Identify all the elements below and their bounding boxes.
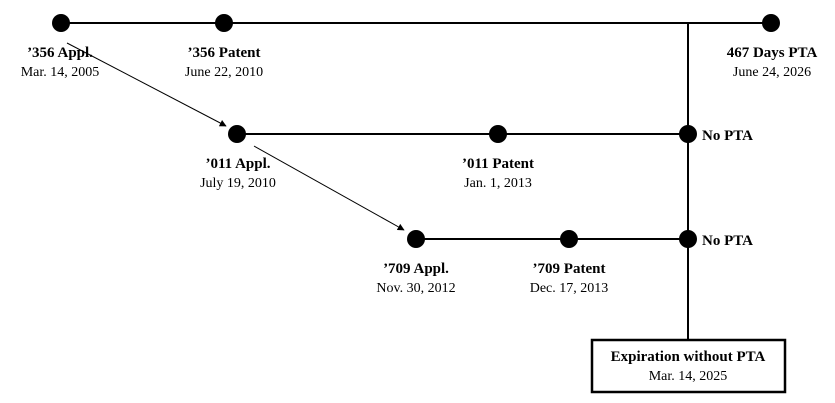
arrow-356-to-011	[66, 42, 227, 127]
expiration-box	[590, 338, 787, 394]
label-011-patent-date: Jan. 1, 2013	[464, 176, 532, 191]
node-356-appl	[52, 14, 70, 32]
arrow-011-to-709	[253, 145, 405, 231]
label-356-patent-date: June 22, 2010	[185, 65, 263, 80]
node-011-appl	[228, 125, 246, 143]
expiration-box-title: Expiration without PTA	[611, 349, 766, 365]
label-011-patent-title: ’011 Patent	[462, 156, 534, 172]
label-356-patent-title: ’356 Patent	[188, 45, 261, 61]
node-709-no-pta	[679, 230, 697, 248]
node-356-patent	[215, 14, 233, 32]
label-011-appl-title: ’011 Appl.	[205, 156, 270, 172]
label-709-patent-title: ’709 Patent	[533, 261, 606, 277]
expiration-box-date: Mar. 14, 2025	[649, 369, 728, 384]
node-709-patent	[560, 230, 578, 248]
label-709-patent-date: Dec. 17, 2013	[530, 281, 609, 296]
label-356-appl-date: Mar. 14, 2005	[21, 65, 100, 80]
label-011-appl-date: July 19, 2010	[200, 176, 276, 191]
node-709-appl	[407, 230, 425, 248]
label-709-no-pta: No PTA	[702, 233, 753, 249]
node-467-days-pta	[762, 14, 780, 32]
label-011-no-pta: No PTA	[702, 128, 753, 144]
label-709-appl-title: ’709 Appl.	[383, 261, 449, 277]
node-011-patent	[489, 125, 507, 143]
node-011-no-pta	[679, 125, 697, 143]
label-467-pta-date: June 24, 2026	[733, 65, 811, 80]
label-467-pta-title: 467 Days PTA	[727, 45, 818, 61]
label-709-appl-date: Nov. 30, 2012	[376, 281, 455, 296]
label-356-appl-title: ’356 Appl.	[27, 45, 93, 61]
